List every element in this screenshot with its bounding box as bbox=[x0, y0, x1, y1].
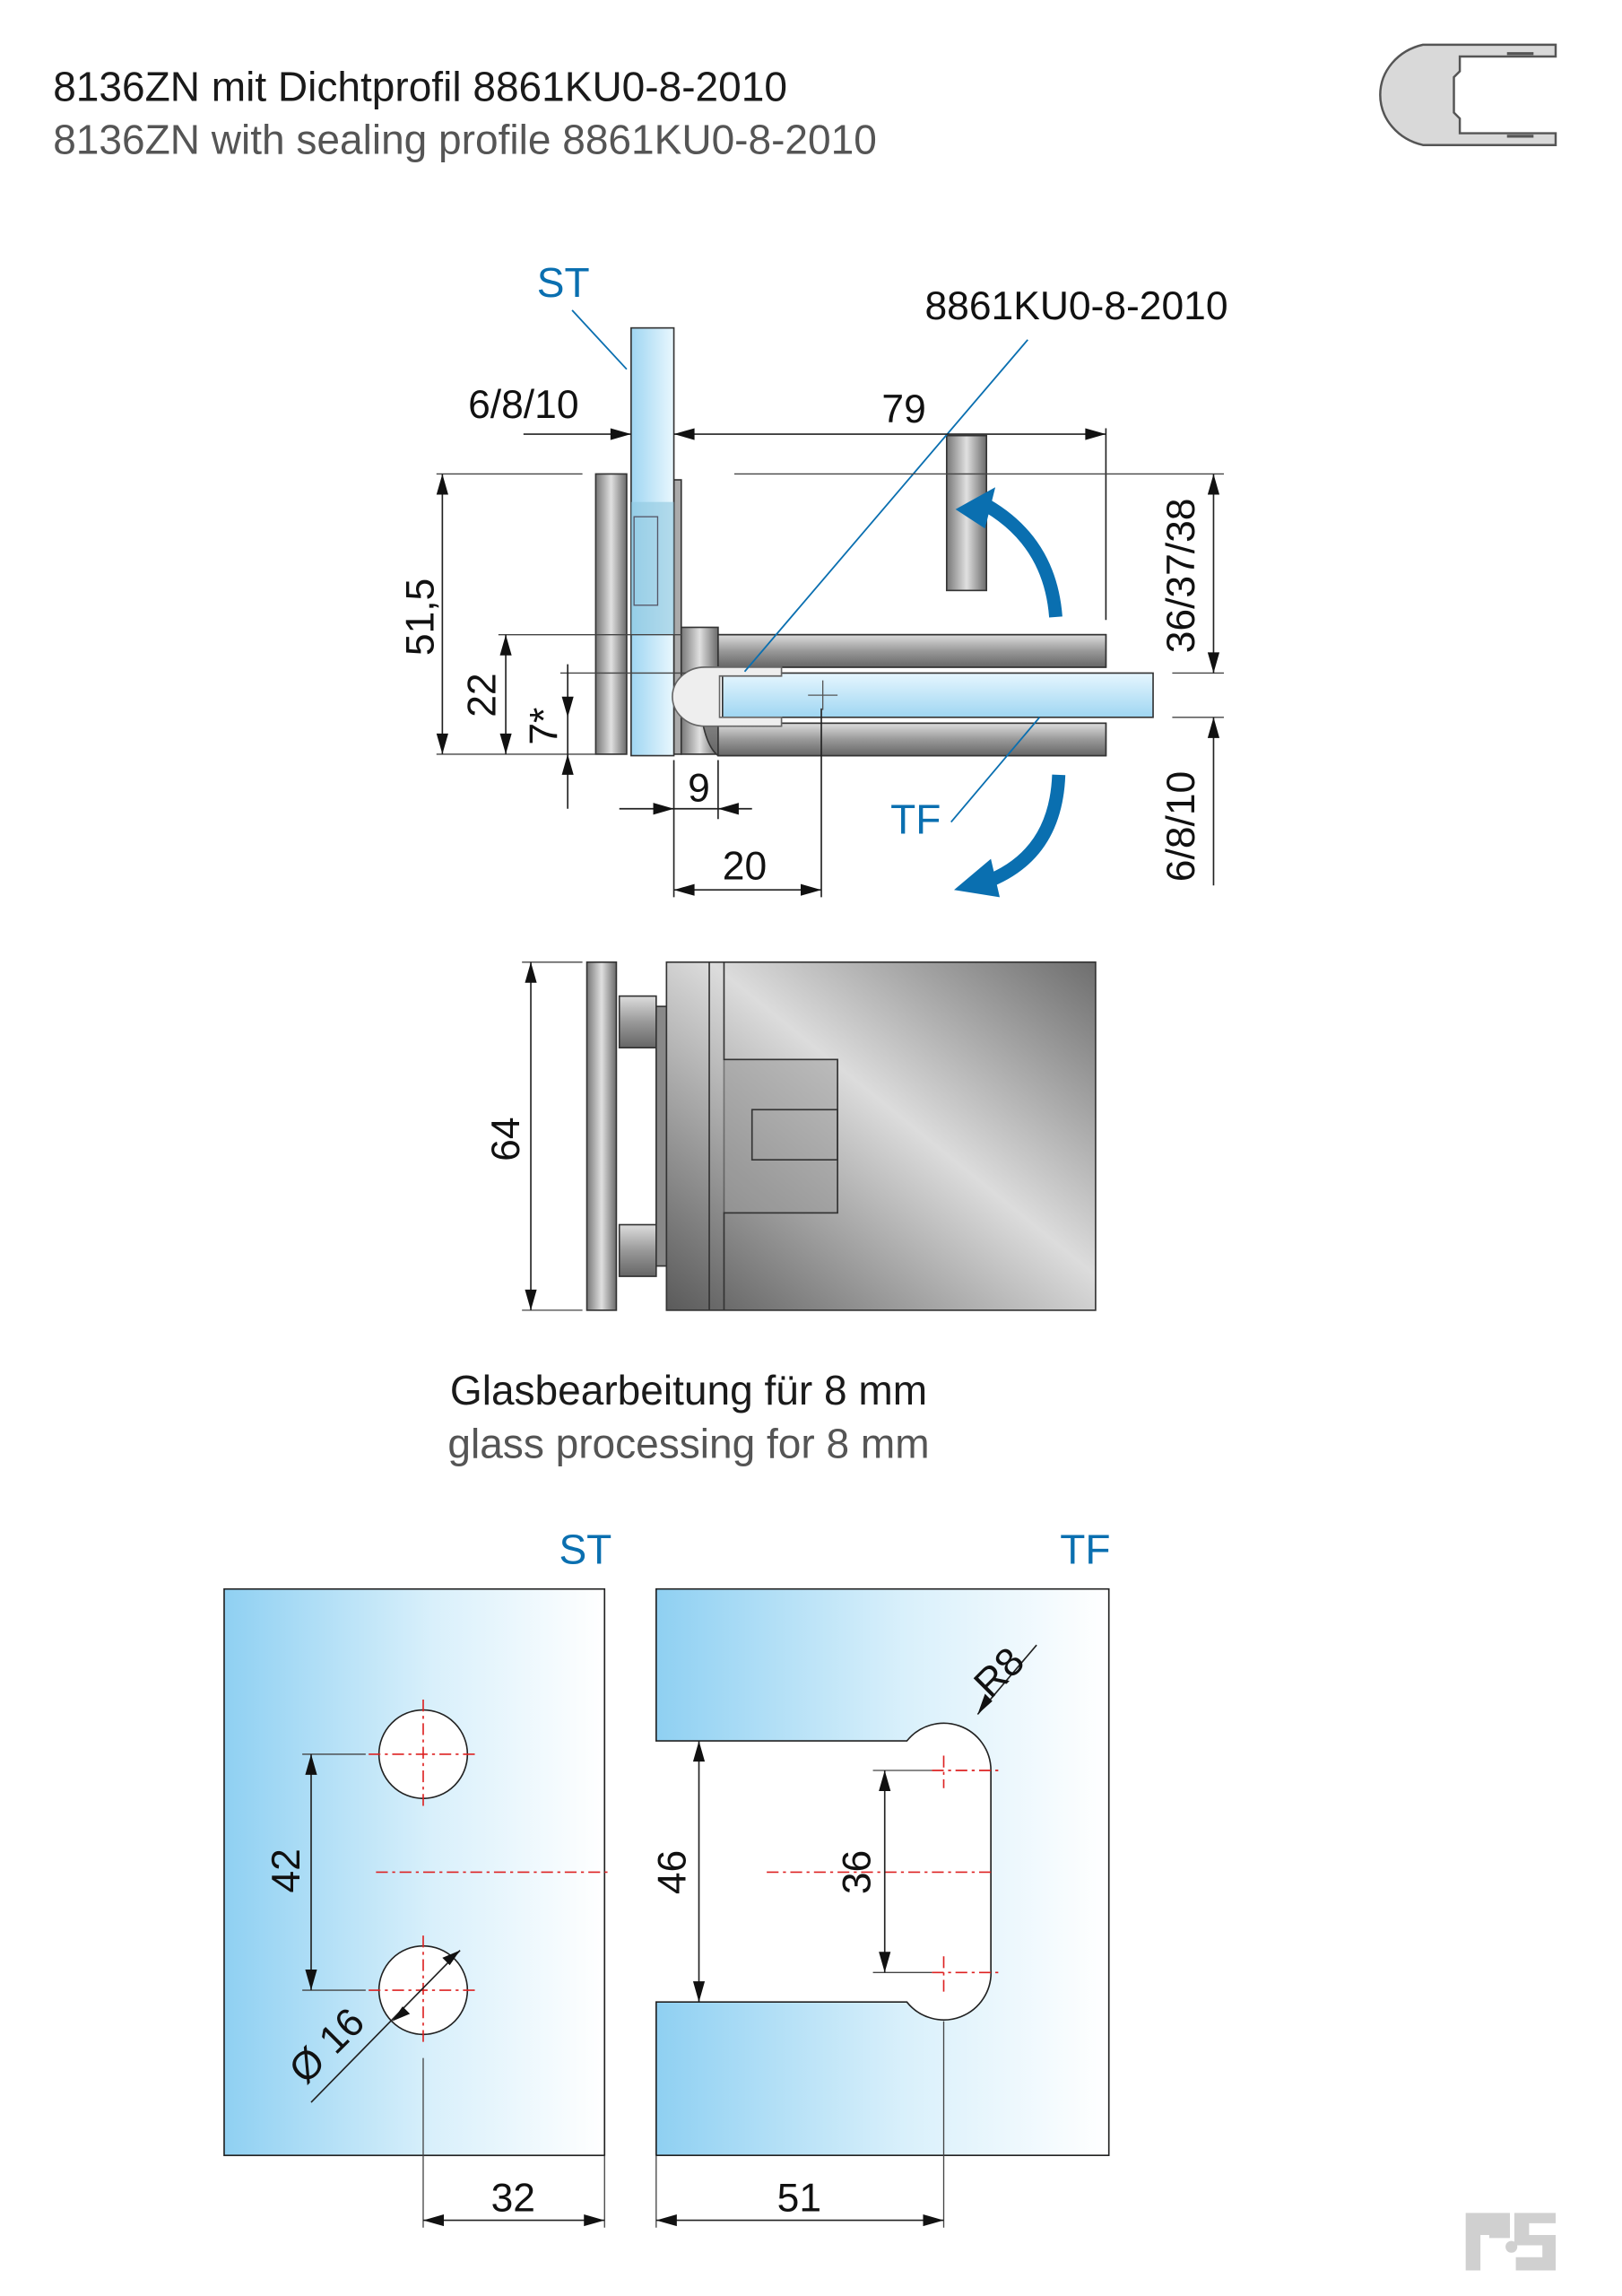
sealing-profile-icon bbox=[1379, 43, 1557, 146]
seal-profile bbox=[672, 666, 783, 727]
st-label-top: ST bbox=[537, 259, 590, 306]
dim-edge-32: 32 bbox=[491, 2177, 535, 2221]
dim-front-height: 64 bbox=[484, 1117, 528, 1161]
rotate-up-arrow-icon bbox=[955, 487, 996, 529]
tf-glass bbox=[722, 672, 1154, 718]
dim-notch-46: 46 bbox=[651, 1850, 695, 1894]
tf-glass-panel bbox=[655, 1587, 1110, 2228]
dim-20: 20 bbox=[723, 845, 767, 889]
title-en: 8136ZN with sealing profile 8861KU0-8-20… bbox=[53, 117, 877, 163]
dim-glass-thickness-left: 6/8/10 bbox=[468, 383, 578, 427]
top-view-drawing bbox=[436, 309, 1224, 898]
dim-height: 51,5 bbox=[398, 578, 442, 656]
dim-width: 79 bbox=[881, 387, 925, 431]
st-label-panel: ST bbox=[559, 1526, 612, 1573]
dim-9: 9 bbox=[688, 767, 710, 811]
tf-label-top: TF bbox=[890, 796, 941, 843]
title-de: 8136ZN mit Dichtprofil 8861KU0-8-2010 bbox=[53, 63, 787, 109]
st-glass-panel bbox=[223, 1587, 611, 2228]
dim-hole-spacing: 42 bbox=[265, 1848, 308, 1892]
processing-title-de: Glasbearbeitung für 8 mm bbox=[450, 1367, 927, 1413]
dim-22: 22 bbox=[461, 673, 505, 717]
dim-offset-right: 36/37/38 bbox=[1159, 499, 1203, 654]
processing-title-en: glass processing for 8 mm bbox=[447, 1420, 929, 1466]
rotate-down-arrow-icon bbox=[954, 858, 1001, 898]
dim-slot-36: 36 bbox=[835, 1850, 879, 1894]
profile-label: 8861KU0-8-2010 bbox=[924, 284, 1227, 328]
tf-label-panel: TF bbox=[1060, 1526, 1110, 1573]
dim-7: 7* bbox=[523, 708, 567, 745]
front-view-drawing bbox=[522, 961, 1097, 1311]
dim-depth-51: 51 bbox=[777, 2177, 821, 2221]
wall-plate bbox=[594, 473, 628, 755]
ps-logo bbox=[1465, 2213, 1556, 2271]
dim-glass-thickness-right: 6/8/10 bbox=[1159, 771, 1203, 882]
